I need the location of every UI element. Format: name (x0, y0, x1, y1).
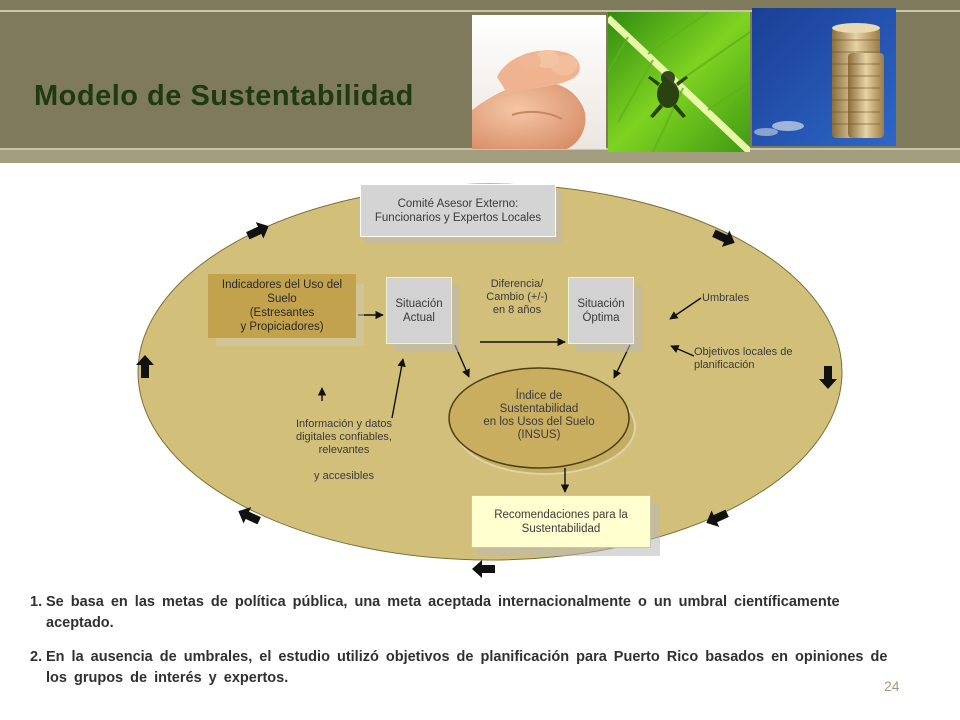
indicators-box: Indicadores del Uso del Suelo (Estresant… (208, 274, 356, 338)
index-ellipse (448, 367, 630, 469)
cycle-arrows (136, 222, 837, 578)
bullet-number: 1. (30, 594, 43, 610)
header-bottom-band (0, 150, 960, 163)
bullet-number: 2. (30, 649, 43, 665)
optimal-situation-box: Situación Óptima (568, 277, 634, 344)
committee-label: Comité Asesor Externo: Funcionarios y Ex… (374, 197, 542, 224)
information-label: Información y datos digitales confiables… (295, 418, 392, 482)
recommendations-label: Recomendaciones para la Sustentabilidad (494, 508, 628, 535)
baby-hand-photo (472, 15, 606, 149)
leaf-frog-photo (608, 12, 750, 152)
bullet-text: Se basa en las metas de política pública… (46, 594, 840, 631)
header-divider-top (0, 10, 960, 12)
page-number: 24 (884, 678, 900, 694)
index-label: Índice de Sustentabilidad en los Usos de… (483, 390, 595, 441)
local-objectives-label: Objetivos locales de planificación (694, 346, 793, 371)
bullet-list: 1. Se basa en las metas de política públ… (30, 592, 890, 702)
header-divider-bottom (0, 148, 960, 150)
slide-title: Modelo de Sustentabilidad (34, 80, 414, 112)
difference-label: Diferencia/ Cambio (+/-) en 8 años (486, 278, 548, 316)
committee-box: Comité Asesor Externo: Funcionarios y Ex… (360, 184, 556, 237)
thresholds-label: Umbrales (702, 292, 750, 304)
current-situation-label: Situación Actual (395, 297, 443, 324)
coins-photo (752, 8, 896, 146)
current-situation-box: Situación Actual (386, 277, 452, 344)
bullet-item-1: 1. Se basa en las metas de política públ… (30, 592, 890, 634)
optimal-situation-label: Situación Óptima (577, 297, 625, 324)
recommendations-box: Recomendaciones para la Sustentabilidad (471, 495, 651, 548)
bullet-item-2: 2. En la ausencia de umbrales, el estudi… (30, 647, 890, 689)
bullet-text: En la ausencia de umbrales, el estudio u… (46, 649, 888, 686)
indicators-label: Indicadores del Uso del Suelo (Estresant… (221, 279, 343, 333)
